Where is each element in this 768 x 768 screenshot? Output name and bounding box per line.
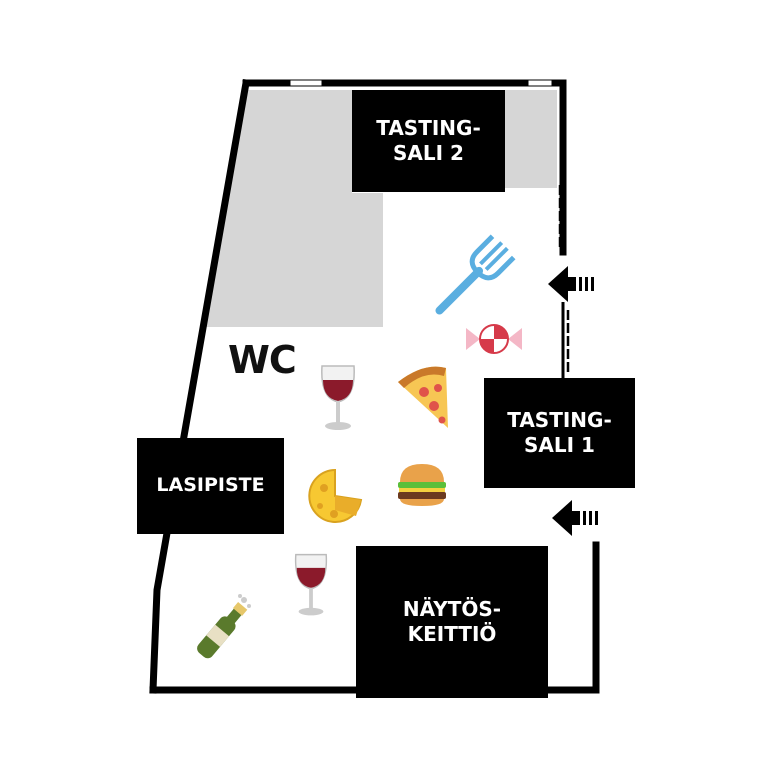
room-lasipiste: LASIPISTE bbox=[137, 438, 284, 534]
champagne-bottle-icon bbox=[197, 594, 251, 659]
shaded-area-west bbox=[201, 90, 383, 327]
entrance-arrow-icon bbox=[548, 266, 594, 302]
cheese-icon bbox=[308, 468, 363, 523]
shaded-area-east bbox=[505, 90, 557, 188]
room-tasting-sali-1: TASTING- SALI 1 bbox=[484, 378, 635, 488]
room-naytoskeittio: NÄYTÖS- KEITTIÖ bbox=[356, 546, 548, 698]
wine-glass-icon bbox=[321, 365, 355, 430]
window-top-left bbox=[289, 79, 323, 87]
burger-icon bbox=[398, 464, 446, 506]
wall-left bbox=[149, 78, 251, 694]
room-tasting-sali-2: TASTING- SALI 2 bbox=[352, 90, 505, 192]
entrance-arrow-icon bbox=[552, 500, 598, 536]
fork-icon bbox=[435, 234, 516, 315]
pizza-slice-icon bbox=[398, 366, 448, 428]
wine-glass-icon bbox=[294, 553, 328, 616]
candy-icon bbox=[466, 324, 522, 354]
window-top-right bbox=[527, 79, 553, 87]
wc-label: WC bbox=[228, 338, 297, 382]
